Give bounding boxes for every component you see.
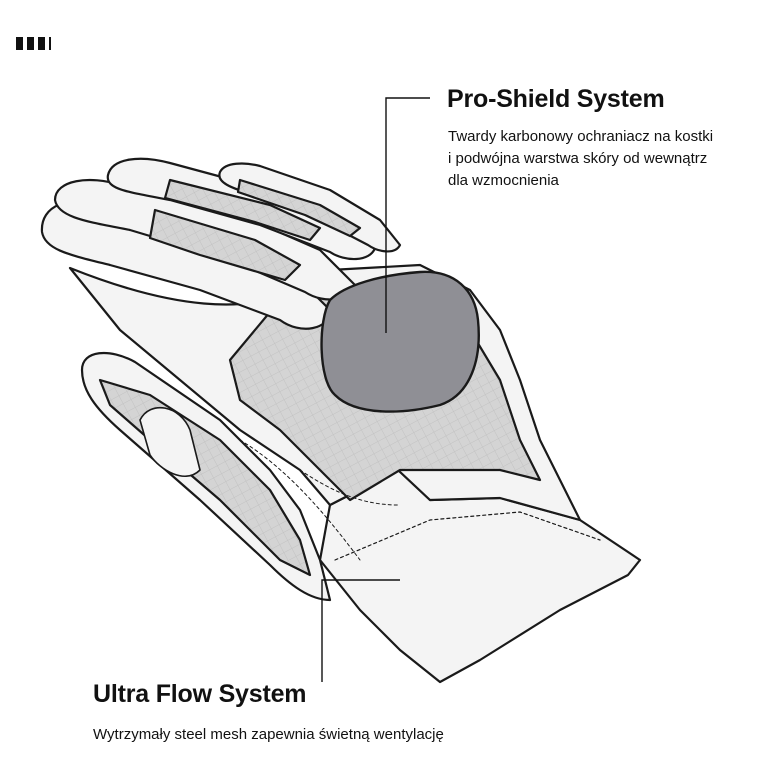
knuckle-guard: [320, 270, 480, 413]
leader-lines: [321, 97, 430, 682]
ultra-flow-title: Ultra Flow System: [93, 680, 307, 708]
leader-line-pro-shield: [385, 97, 430, 333]
ultra-flow-description: Wytrzymały steel mesh zapewnia świetną w…: [93, 726, 444, 743]
pro-shield-description: Twardy karbonowy ochraniacz na kostki i …: [448, 128, 714, 189]
pro-shield-title: Pro-Shield System: [447, 85, 665, 113]
glove-cuff: [318, 468, 642, 684]
brand-bars-logo-icon: [16, 37, 51, 50]
leader-line-ultra-flow: [321, 579, 400, 682]
